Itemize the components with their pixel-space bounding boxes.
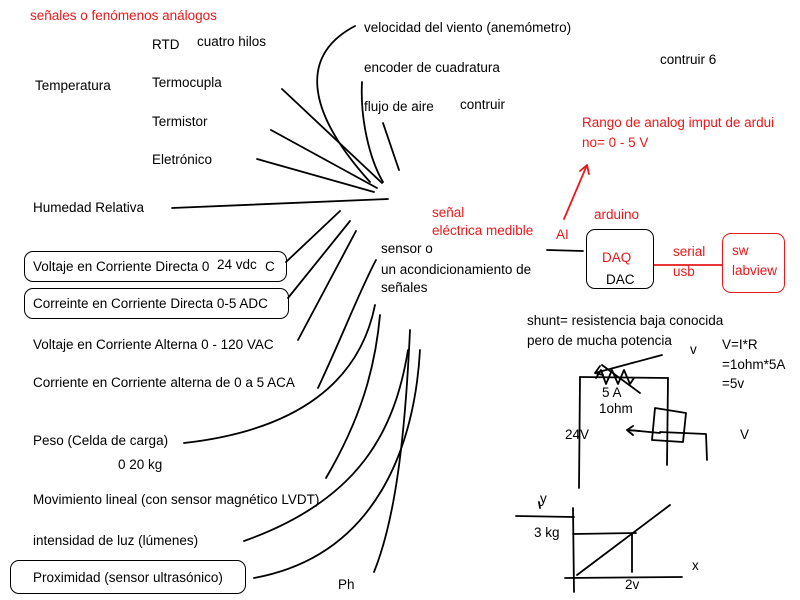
encoder-label: encoder de cuadratura [364,60,500,75]
sensor-node-line3: señales [381,280,428,295]
stroke-light [243,349,409,542]
stroke-weight [183,304,376,444]
arduino-label: arduino [594,207,640,222]
diagram-title: señales o fenómenos análogos [30,8,217,23]
analog-range-line1: Rango de analog imput de ardui [582,115,775,130]
stroke-humidity [171,198,389,209]
usb-label: usb [673,264,695,279]
shunt-definition-line2: pero de mucha potencia [527,333,672,348]
arrow-ai [563,164,590,220]
resistor-zigzag [595,369,635,385]
signal-label-2: eléctrica medible [432,223,534,238]
dc-current-label: Correinte en Corriente Directa 0-5 ADC [33,296,268,311]
shunt-amps: 5 A [602,385,622,400]
shunt-v-top: v [690,342,697,357]
temperature-item-electronico: Eletrónico [152,152,213,167]
temperature-item-rtd: RTD [152,37,180,52]
linear-motion-label: Movimiento lineal (con sensor magnético … [33,492,320,507]
arrow-shunt-top [594,354,663,376]
dc-voltage-mark: C [265,259,275,274]
meter-box [651,407,687,443]
dac-label: DAC [606,272,635,287]
stroke-ac-voltage [297,230,357,341]
frame-labview [722,233,785,293]
frame-dc-voltage [24,251,287,282]
arrow-meter [626,425,641,436]
graph-y-label: y [540,491,547,506]
frame-daq [586,229,654,289]
stroke-termocupla [270,129,378,189]
graph-kg-label: 3 kg [534,525,560,540]
sensor-node-line1: sensor o [381,241,433,256]
dc-voltage-range: 24 vdc [217,257,257,272]
wind-sensor-label: velocidad del viento (anemómetro) [364,20,572,35]
stroke-rtd [281,88,383,184]
weight-label: Peso (Celda de carga) [33,433,169,448]
shunt-definition-line1: shunt= resistencia baja conocida [527,313,724,328]
signal-label-1: señal [432,205,465,220]
temperature-item-termocupla: Termocupla [152,75,222,90]
graph-y-tick [515,515,575,518]
stroke-dc-current [287,220,351,299]
dc-voltage-label: Voltaje en Corriente Directa 0 [33,259,210,274]
graph-x-axis [564,576,683,579]
humidity-label: Humedad Relativa [33,200,145,215]
weight-range: 0 20 kg [118,457,163,472]
stroke-proximity [253,349,421,579]
stroke-encoder [360,81,384,183]
ac-current-label: Corriente en Corriente alterna de 0 a 5 … [33,375,295,390]
frame-proximity [10,560,246,594]
stroke-ac-current [317,259,377,389]
stroke-termistor [256,158,375,193]
temperature-item-termistor: Termistor [152,114,208,129]
sensor-node-line2: un acondicionamiento de [381,262,532,277]
shunt-right-wire [666,377,669,466]
stroke-airflow [382,122,400,171]
ohms-law-result: =5v [722,376,745,391]
shunt-supply-voltage: 24V [565,427,590,442]
ac-voltage-label: Voltaje en Corriente Alterna 0 - 120 VAC [33,337,274,352]
graph-y-axis [572,507,575,593]
ohms-law-substitution: =1ohm*5A [722,357,786,372]
stroke-dc-voltage [285,210,341,263]
graph-line [576,504,671,576]
shunt-v-right: V [740,427,750,442]
stroke-wind [316,25,371,183]
ai-label: AI [556,227,569,242]
proximity-label: Proximidad (sensor ultrasónico) [33,570,223,585]
graph-kg-level [572,532,637,535]
stroke-sensor-to-daq [546,249,584,252]
graph-3kg-guide [538,501,541,509]
shunt-top-wire [579,376,669,379]
daq-label: DAQ [602,250,632,265]
frame-dc-current [24,288,289,319]
rtd-note: cuatro hilos [197,34,267,49]
graph-x-label: x [692,558,699,573]
temperature-label: Temperatura [35,78,111,93]
serial-label: serial [673,244,706,259]
stroke-linear [325,314,381,479]
light-label: intensidad de luz (lúmenes) [33,533,199,548]
ohms-law-formula: V=I*R [722,337,758,352]
stroke-ph [373,329,411,573]
graph-v-label: 2v [625,577,640,592]
ph-label: Ph [338,577,355,592]
airflow-note: contruir [460,97,506,112]
build-note: contruir 6 [660,52,717,67]
shunt-left-wire [578,376,581,489]
shunt-ohms: 1ohm [599,401,633,416]
analog-range-line2: no= 0 - 5 V [582,135,649,150]
airflow-label: flujo de aire [364,99,434,114]
labview-label: labview [732,263,778,278]
meter-lead [659,431,708,461]
sw-label: sw [732,243,749,258]
